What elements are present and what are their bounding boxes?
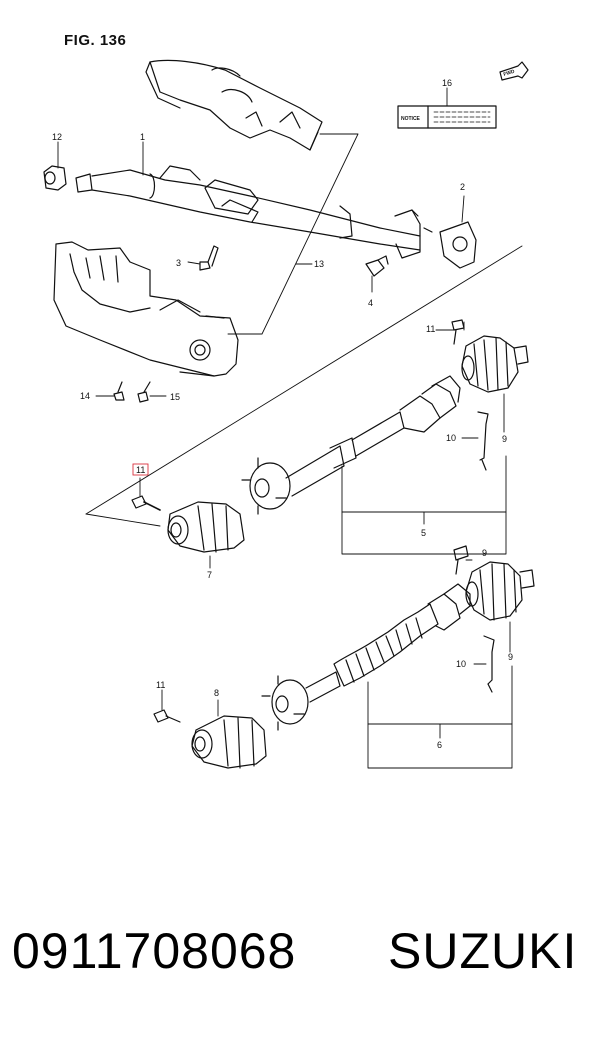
part-9-boot-lower bbox=[465, 561, 535, 621]
part-9-boot-upper bbox=[461, 335, 529, 393]
part-15-screw bbox=[137, 381, 151, 403]
part-2-bracket bbox=[439, 221, 477, 269]
brand-name: SUZUKI bbox=[388, 923, 578, 979]
callout-2: 2 bbox=[460, 182, 465, 192]
callout-11-lower: 11 bbox=[156, 680, 165, 690]
part-5-intermediate-shaft bbox=[241, 375, 461, 515]
callout-9-lower: 9 bbox=[508, 652, 513, 662]
lower-column-cover bbox=[53, 241, 239, 377]
part-11-bolt-middle bbox=[131, 477, 161, 511]
callout-11-highlight-box bbox=[132, 463, 149, 476]
callout-11-upper: 11 bbox=[426, 324, 435, 334]
callout-12: 12 bbox=[52, 132, 62, 142]
part-10-clip-lower bbox=[483, 635, 495, 693]
part-11-bolt-lower bbox=[153, 709, 181, 723]
part-3-screw bbox=[199, 245, 219, 271]
callout-10-lower: 10 bbox=[456, 659, 466, 669]
callout-8: 8 bbox=[214, 688, 219, 698]
part-7-boot bbox=[167, 501, 245, 553]
part-4-bolt bbox=[365, 255, 389, 277]
callout-3: 3 bbox=[176, 258, 181, 268]
part-9-bolt-lower bbox=[453, 545, 469, 575]
part-11-bolt-upper bbox=[451, 319, 465, 345]
upper-column-cover bbox=[145, 59, 323, 151]
callout-1: 1 bbox=[140, 132, 145, 142]
part-8-boot bbox=[191, 715, 267, 769]
part-6-intermediate-shaft bbox=[261, 583, 471, 731]
callout-4: 4 bbox=[368, 298, 373, 308]
callout-5: 5 bbox=[421, 528, 426, 538]
callout-9-upper: 9 bbox=[502, 434, 507, 444]
fwd-arrow-icon bbox=[499, 61, 529, 81]
part-10-clip-upper bbox=[477, 411, 489, 471]
callout-6: 6 bbox=[437, 740, 442, 750]
figure-title: FIG. 136 bbox=[64, 32, 127, 49]
callout-7: 7 bbox=[207, 570, 212, 580]
callout-15: 15 bbox=[170, 392, 180, 402]
part-number: 0911708068 bbox=[12, 923, 297, 979]
notice-label-text: NOTICE bbox=[401, 116, 421, 122]
callout-13: 13 bbox=[314, 259, 324, 269]
exploded-view-drawing: 1 2 3 4 5 6 7 8 9 9 9 10 10 11 11 11 12 … bbox=[43, 59, 535, 769]
callout-10-upper: 10 bbox=[446, 433, 456, 443]
caption-bar bbox=[0, 870, 600, 1040]
fwd-label-text: FWD bbox=[503, 69, 516, 78]
steering-column-shaft bbox=[75, 165, 433, 259]
callout-14: 14 bbox=[80, 391, 90, 401]
callout-11-highlighted: 11 bbox=[136, 465, 145, 475]
part-14-screw bbox=[113, 381, 125, 401]
callout-16: 16 bbox=[442, 78, 452, 88]
parts-diagram: FIG. 136 bbox=[43, 32, 535, 769]
callout-labels: 1 2 3 4 5 6 7 8 9 9 9 10 10 11 11 11 12 … bbox=[52, 69, 516, 750]
part-12-nut bbox=[43, 165, 67, 191]
callout-9-bolt: 9 bbox=[482, 548, 487, 558]
